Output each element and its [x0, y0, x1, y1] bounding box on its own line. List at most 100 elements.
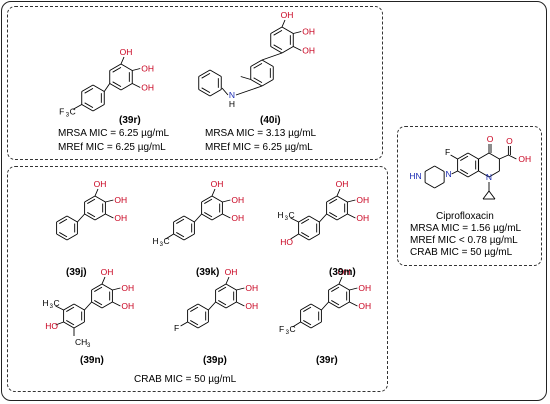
mol-39m-ring-pg-double-bond [329, 198, 338, 204]
mol-39p-ring-pg-bond [215, 301, 227, 309]
mol-40i-ring-carb-2-double-bond [201, 72, 211, 79]
mol-39n-ring-pg-oh-bond [112, 301, 121, 307]
mol-39m-ring-ar-bond [308, 215, 320, 223]
mol-40i-ring-pg-bond [281, 46, 294, 54]
mol-39j-ring-ph-double-bond [59, 232, 68, 238]
cf3-f: F [59, 107, 64, 117]
carbazole-h: H [229, 99, 235, 109]
cipro-f: F [445, 147, 450, 157]
mol-39j-ring-pg-bond [94, 195, 106, 203]
mol-39r-b-ring-pg-oh-bond [338, 276, 343, 285]
acid-bond [499, 154, 509, 160]
h3c-h: H [153, 236, 159, 246]
mol-40i-ring-carb-1-double-bond [253, 62, 263, 69]
acid-bond [508, 154, 517, 160]
mol-39n-ring-pg-oh-top: OH [101, 267, 114, 277]
hydroxy-bond [55, 321, 64, 326]
mol-39n-ring-pg-double-bond [94, 286, 103, 292]
cipro-piperazine-bond [424, 165, 435, 172]
mol-40i-ring-pg-oh-bond [293, 31, 302, 34]
mol-39k-ring-ar-bond [183, 215, 195, 223]
mol-39r-b-ring-pg-double-bond [331, 286, 340, 292]
cf3-c: C [290, 324, 296, 334]
mol-39m-ring-pg-oh-bond [347, 199, 356, 203]
h3c-sub: 3 [285, 216, 289, 222]
compound-label-39r-bottom: (39r) [316, 355, 338, 366]
top-panel-box [7, 6, 383, 160]
mol-39n-ring-ar-double-bond [66, 306, 75, 312]
mol-39j-ring-pg-oh-bond [105, 199, 114, 203]
reference-mrsa-mic: MRSA MIC = 1.56 µg/mL [410, 223, 522, 234]
mol-40i-ring-carb-1-bond [250, 79, 263, 87]
mol-39r-top-ring-a-bond [109, 63, 122, 71]
mol-39m-ring-pg-oh-bond [347, 213, 356, 219]
mol-39r-top-ring-a-oh-bond [132, 83, 141, 88]
mol-39m-ring-pg-oh-mid: OH [356, 195, 369, 205]
compound-label-39r-top: (39r) [119, 115, 141, 126]
reference-panel-box [397, 126, 542, 266]
cipro-piperazine-bond [434, 182, 445, 189]
mol-39n-ring-pg-bond [91, 283, 103, 291]
bond-layer [55, 19, 517, 336]
biaryl-bond [261, 52, 283, 61]
mol-39k-ring-ar-double-bond [176, 218, 185, 224]
mol-39j-ring-ph-bond [66, 215, 78, 223]
mol-39k-ring-ar-bond [173, 215, 185, 223]
mol-39m-ring-pg-double-bond [329, 212, 338, 218]
mol-39j-ring-pg-oh-low: OH [114, 213, 127, 223]
h3c-sub: 3 [50, 304, 54, 310]
mol-39k-ring-pg-double-bond [204, 198, 213, 204]
hydroxy-bond [290, 233, 299, 240]
cipro-ring-a-bond [457, 152, 469, 160]
mol-39p-ring-pg-double-bond [218, 300, 227, 306]
mol-39n-ring-pg-bond [101, 283, 113, 291]
h3c-h: H [278, 210, 284, 220]
mol-39r-top-ring-b-bond [92, 84, 105, 92]
methyl-bond [165, 233, 174, 240]
mol-40i-ring-carb-1-bond [250, 59, 263, 67]
mol-39p-ring-pg-oh-bond [236, 301, 245, 307]
mol-39n-ring-ar-bond [63, 303, 75, 311]
ketone-o: O [487, 134, 494, 144]
mol-39j-ring-pg-oh-top: OH [94, 179, 107, 189]
methyl-bond [290, 217, 299, 223]
mol-40i-ring-pg-oh-top: OH [281, 10, 294, 20]
mol-39m-ring-pg-bond [336, 213, 348, 221]
mol-40i-ring-pg-bond [270, 26, 283, 34]
mol-39k-ring-ar-bond [183, 233, 195, 241]
mol-39r-top-ring-a-oh-mid: OH [141, 64, 154, 74]
mol-39r-top-ring-a-bond [109, 83, 122, 91]
cf3-bond [72, 104, 82, 110]
mol-39j-ring-pg-double-bond [87, 198, 96, 204]
cipro-piperazine-bond [424, 182, 435, 189]
mol-40i-ring-pg-oh-bond [293, 46, 302, 51]
biaryl-bond [319, 213, 327, 223]
mol-39p-ring-ar-bond [187, 321, 199, 329]
fluoro-bond [450, 154, 458, 160]
mol-39r-b-ring-pg-oh-top: OH [338, 267, 351, 277]
mol-39r-top-ring-a-oh-top: OH [120, 47, 133, 57]
mol-39r-top-ring-a-bond [120, 83, 133, 91]
mol-39p-ring-ar-bond [197, 321, 209, 329]
mol-39m-ring-ar-bond [298, 215, 310, 223]
cf3-f: F [279, 324, 284, 334]
mol-39n-ring-pg-oh-low: OH [121, 301, 134, 311]
mol-39k-ring-pg-oh-mid: OH [231, 195, 244, 205]
mref-mic-40i: MREf MIC = 6.25 µg/mL [205, 142, 313, 153]
mol-39r-top-ring-b-bond [81, 104, 94, 112]
mol-39p-ring-pg-oh-mid: OH [245, 283, 258, 293]
piperazine-bond [451, 170, 458, 175]
mol-39p-ring-pg-oh-bond [225, 276, 230, 285]
cf3-sub: 3 [286, 330, 290, 336]
mol-39n-ring-pg-oh-bond [101, 276, 106, 285]
mol-39j-ring-pg-oh-mid: OH [114, 195, 127, 205]
mol-39r-b-ring-pg-bond [338, 283, 350, 291]
mol-39r-top-ring-a-oh-low: OH [141, 83, 154, 93]
compound-label-39n: (39n) [80, 355, 104, 366]
mol-39m-ring-pg-bond [326, 195, 338, 203]
acid-oh: OH [518, 154, 531, 164]
mol-39j-ring-pg-oh-bond [94, 188, 99, 197]
mol-39k-ring-pg-oh-bond [222, 199, 231, 203]
bottom-panel-box [7, 166, 388, 392]
